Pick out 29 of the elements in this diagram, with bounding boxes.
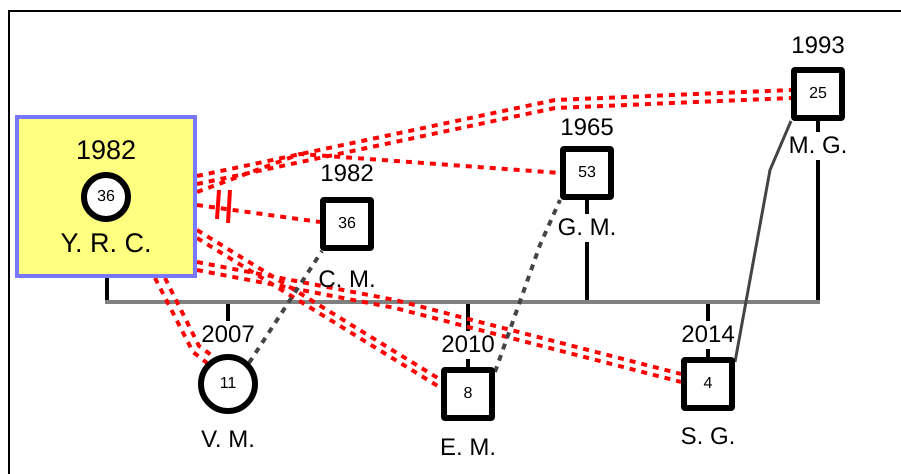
male-symbol: 36: [320, 197, 374, 251]
relationship-line: [196, 88, 792, 178]
birth-year: 1982: [320, 162, 374, 186]
male-symbol: 4: [681, 357, 735, 411]
person-name: M. G.: [788, 134, 848, 158]
relationship-line: [247, 250, 324, 364]
birth-year: 1965: [560, 116, 614, 140]
birth-year: 1982: [76, 136, 136, 164]
birth-year: 1993: [791, 34, 845, 58]
female-symbol: 11: [198, 354, 258, 414]
female-symbol: 36: [81, 172, 131, 222]
relationship-line: [734, 120, 792, 362]
person-name: V. M.: [201, 428, 255, 452]
person-name: C. M.: [318, 268, 376, 292]
highlighted-person-box: [15, 115, 197, 278]
relationship-line: [493, 199, 562, 373]
person-name: E. M.: [440, 436, 496, 460]
person-name: Y. R. C.: [60, 230, 152, 256]
relationship-line: [153, 277, 208, 365]
birth-year: 2014: [681, 323, 735, 347]
relationship-line: [196, 96, 792, 186]
male-symbol: 53: [560, 146, 614, 200]
male-symbol: 25: [791, 67, 845, 121]
birth-year: 2007: [201, 323, 255, 347]
person-name: S. G.: [680, 425, 736, 449]
person-name: G. M.: [558, 216, 616, 240]
birth-year: 2010: [441, 333, 495, 357]
male-symbol: 8: [441, 367, 495, 421]
relationship-line: [196, 203, 320, 224]
